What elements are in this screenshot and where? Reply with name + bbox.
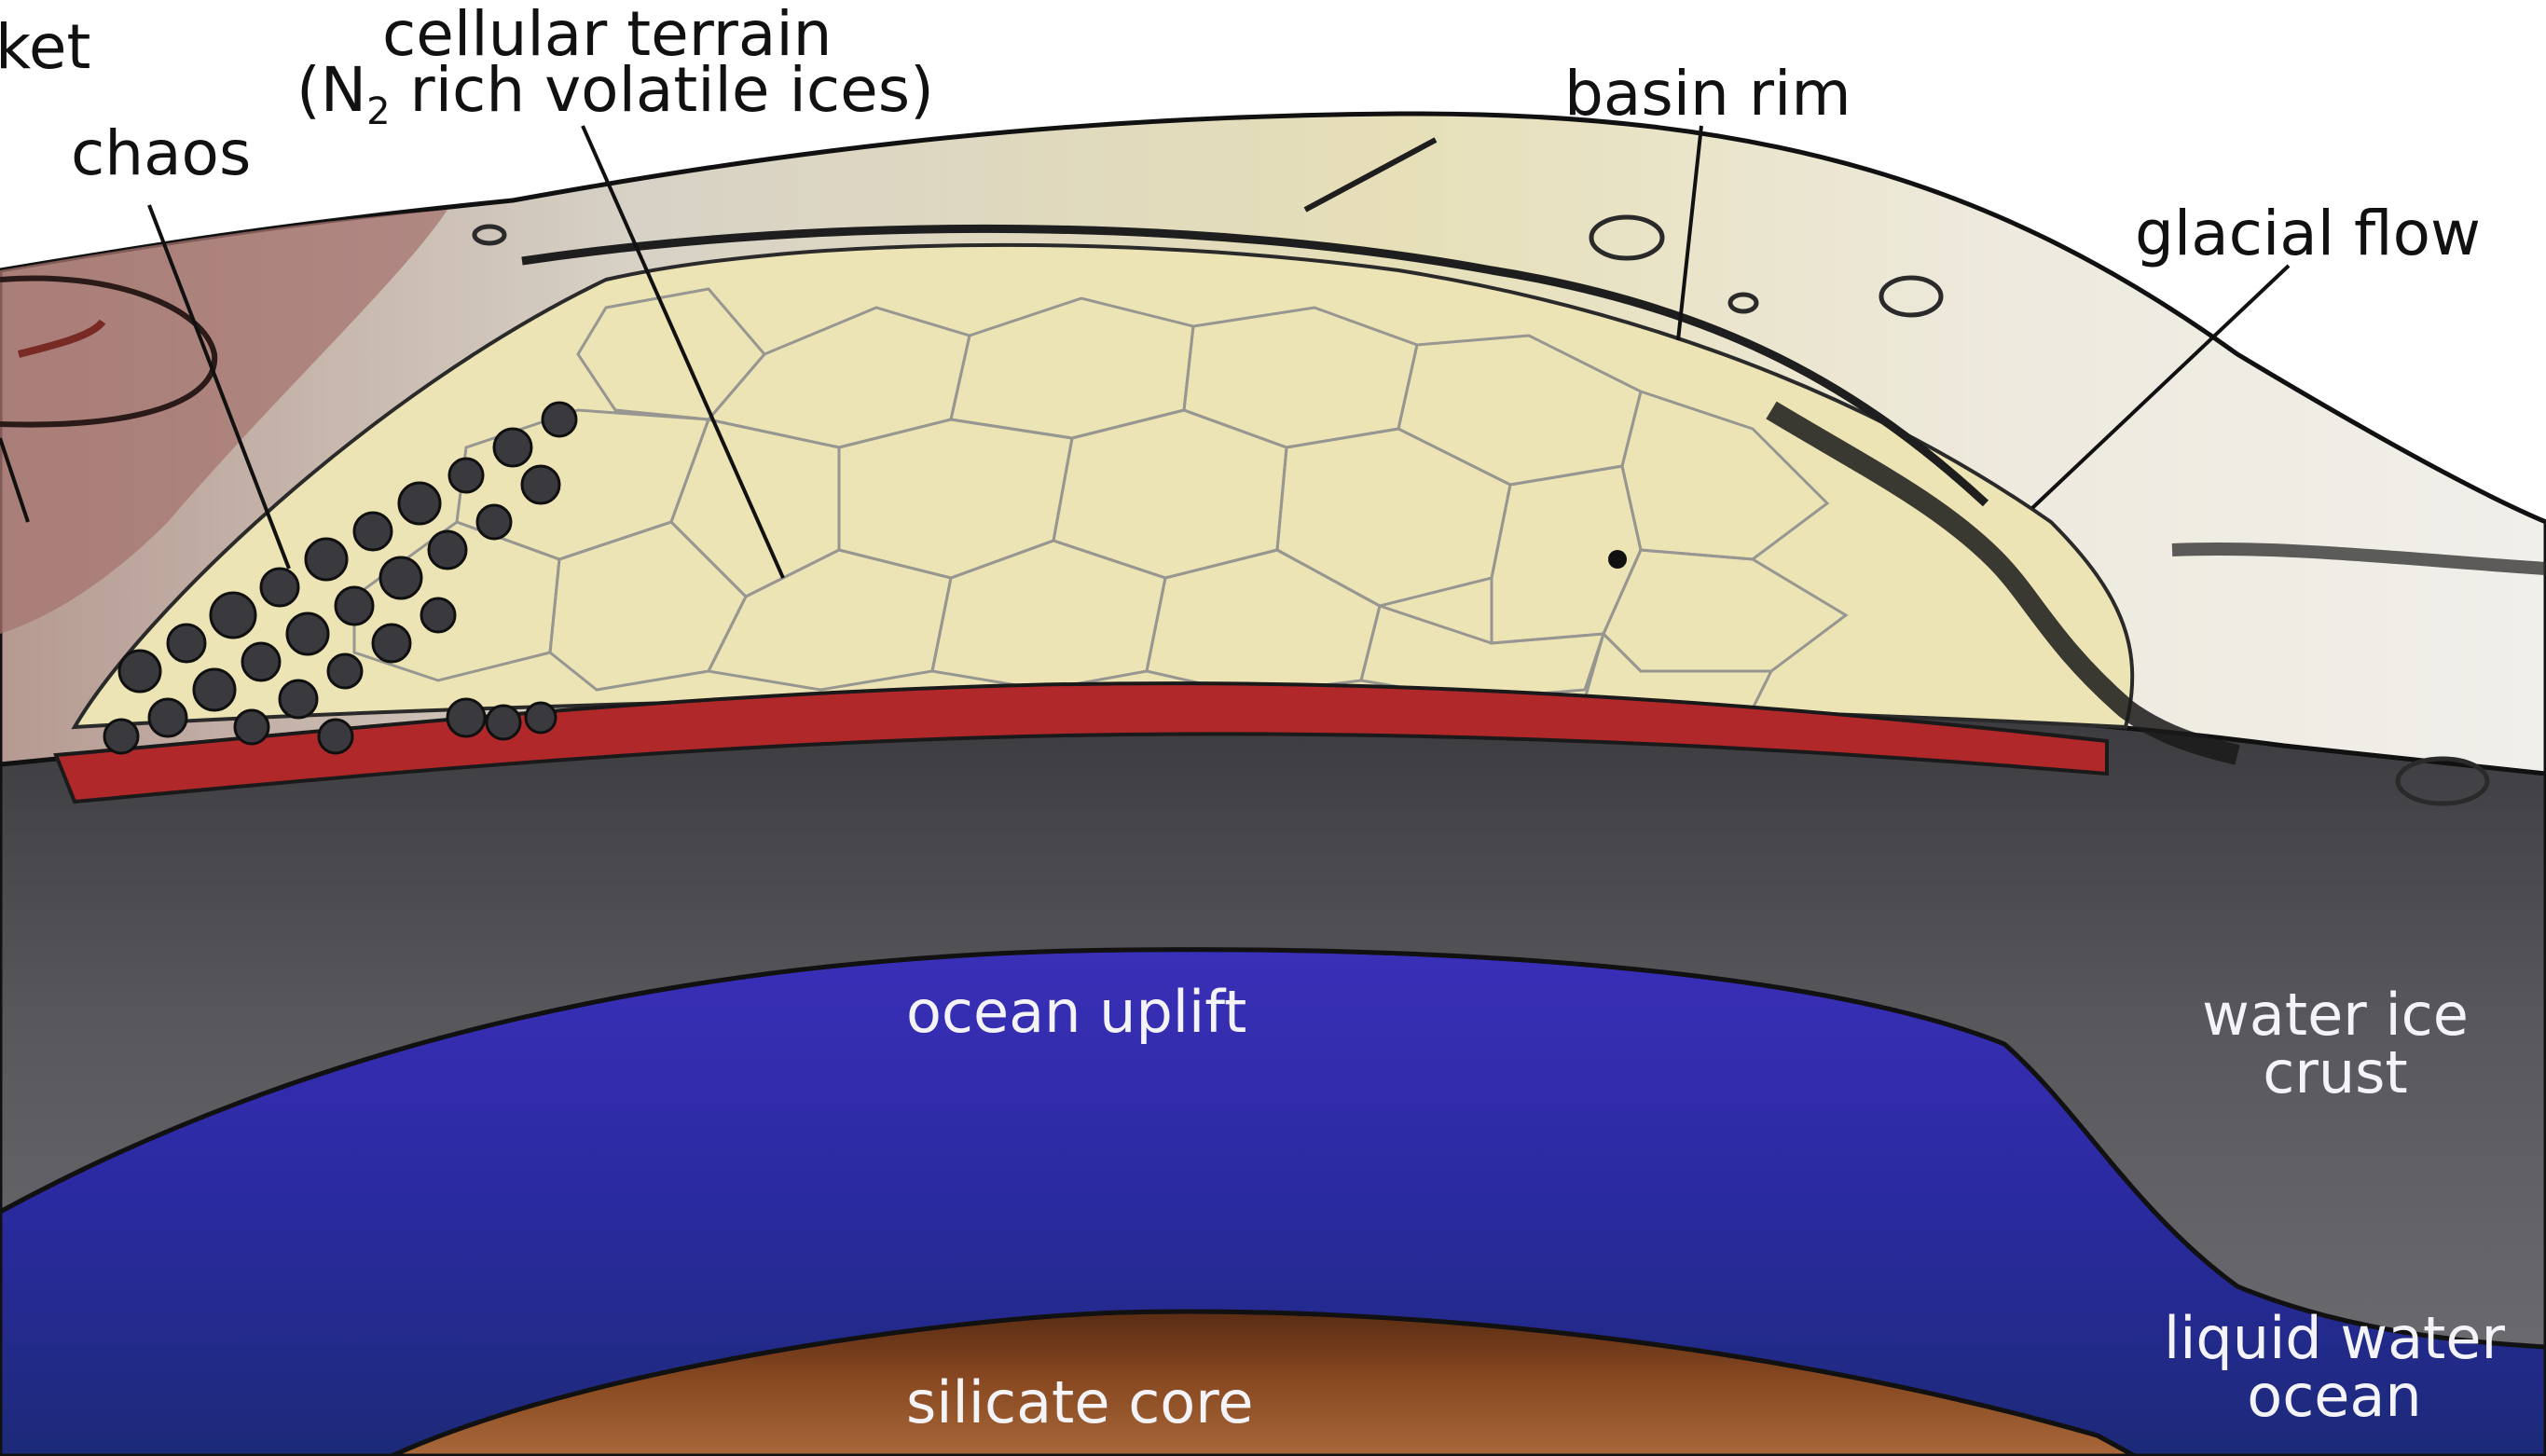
label-cellular-terrain-suffix: rich volatile ices) (391, 54, 934, 126)
label-liquid-water-ocean-line1: liquid water (2161, 1310, 2508, 1367)
label-water-ice-crust-line2: crust (2200, 1044, 2470, 1102)
label-ocean-uplift: ocean uplift (906, 983, 1246, 1041)
label-blanket-fragment: ket (0, 17, 90, 78)
label-liquid-water-ocean: liquid water ocean (2161, 1310, 2508, 1425)
label-silicate-core: silicate core (906, 1374, 1254, 1432)
label-water-ice-crust-line1: water ice (2200, 986, 2470, 1044)
label-glacial-flow: glacial flow (2135, 203, 2481, 265)
crater-pit (1608, 550, 1627, 569)
label-cellular-terrain-line2: (N2 rich volatile ices) (296, 60, 934, 121)
label-cellular-terrain-prefix: (N (296, 54, 366, 126)
label-chaos: chaos (71, 123, 251, 185)
label-basin-rim: basin rim (1564, 63, 1851, 125)
label-liquid-water-ocean-line2: ocean (2161, 1367, 2508, 1425)
label-cellular-terrain-subscript: 2 (366, 90, 390, 133)
label-water-ice-crust: water ice crust (2200, 986, 2470, 1102)
